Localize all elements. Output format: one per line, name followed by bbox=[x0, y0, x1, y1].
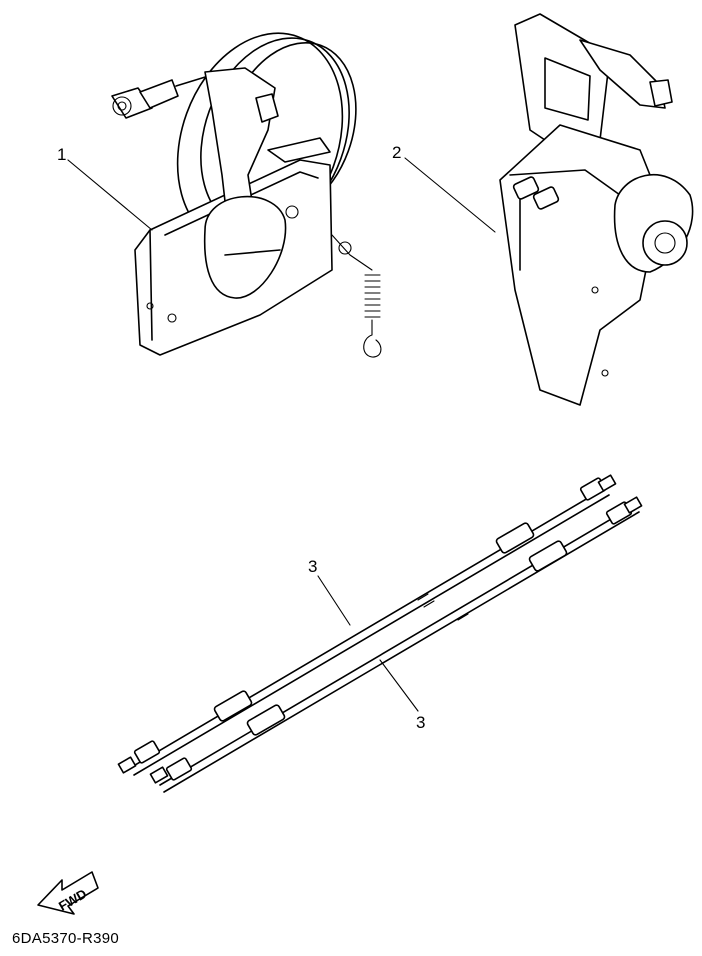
diagram-code: 6DA5370-R390 bbox=[12, 930, 120, 947]
callout-3-upper: 3 bbox=[308, 557, 351, 626]
callout-label-1: 1 bbox=[57, 145, 66, 164]
side-mount-remote-control bbox=[111, 32, 382, 358]
callout-label-3a: 3 bbox=[308, 557, 317, 576]
callout-2: 2 bbox=[392, 143, 496, 233]
callout-label-2: 2 bbox=[392, 143, 401, 162]
callout-3-lower: 3 bbox=[379, 659, 425, 732]
binnacle-mount-remote-control bbox=[499, 13, 694, 406]
fwd-arrow-icon: FWD bbox=[37, 871, 99, 915]
control-cables bbox=[117, 474, 643, 793]
callout-label-3b: 3 bbox=[416, 713, 425, 732]
callout-1: 1 bbox=[57, 145, 153, 231]
